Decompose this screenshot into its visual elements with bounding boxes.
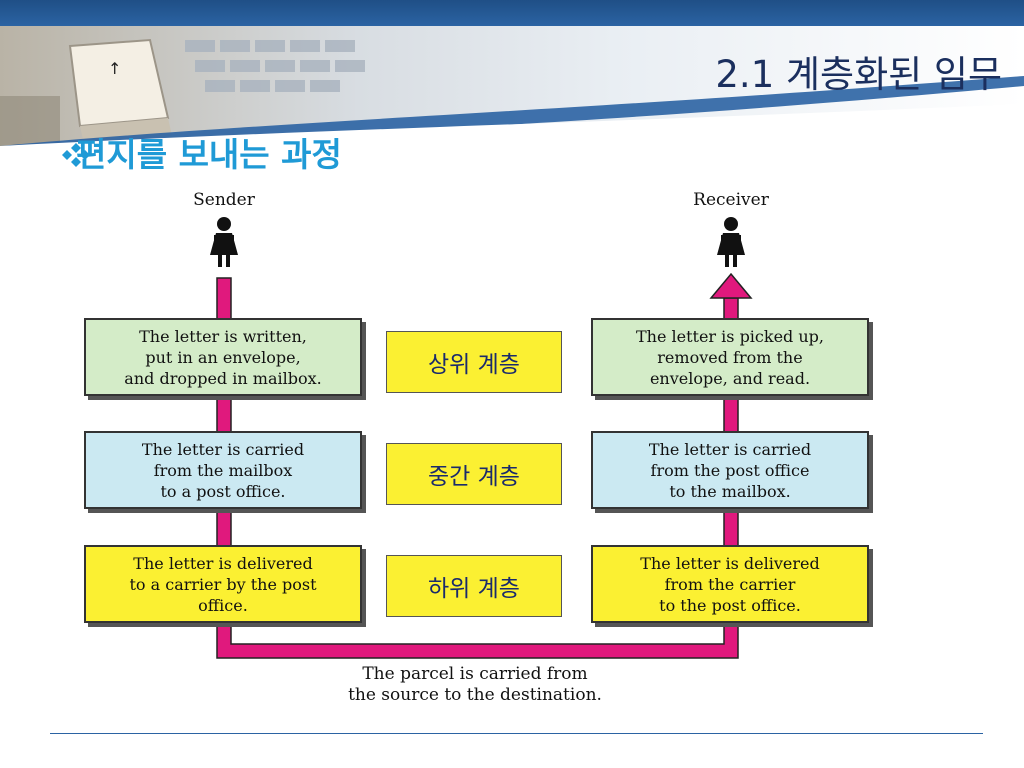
layer-label-middle: 중간 계층 — [386, 443, 562, 505]
footer-divider — [50, 733, 983, 734]
header-banner: ↑ — [0, 26, 1024, 146]
sender-person-icon — [210, 217, 238, 267]
receiver-label: Receiver — [693, 190, 769, 210]
receiver-middle-box: The letter is carried from the post offi… — [591, 431, 869, 509]
slide-subtitle: 편지를 보내는 과정 — [76, 135, 342, 174]
slide-title: 2.1 계층화된 임무 — [715, 53, 1002, 96]
keyboard-banner-image: ↑ — [0, 26, 1024, 146]
sender-label: Sender — [193, 190, 255, 210]
sender-upper-box: The letter is written, put in an envelop… — [84, 318, 362, 396]
sender-lower-box: The letter is delivered to a carrier by … — [84, 545, 362, 623]
layer-label-upper: 상위 계층 — [386, 331, 562, 393]
diamond-bullet-icon — [62, 143, 90, 167]
receiver-person-icon — [717, 217, 745, 267]
receiver-arrow-icon — [709, 272, 753, 299]
svg-text:↑: ↑ — [108, 59, 121, 78]
receiver-lower-box: The letter is delivered from the carrier… — [591, 545, 869, 623]
path-caption: The parcel is carried from the source to… — [348, 664, 602, 705]
layer-label-lower: 하위 계층 — [386, 555, 562, 617]
receiver-upper-box: The letter is picked up, removed from th… — [591, 318, 869, 396]
sender-middle-box: The letter is carried from the mailbox t… — [84, 431, 362, 509]
top-banner — [0, 0, 1024, 26]
